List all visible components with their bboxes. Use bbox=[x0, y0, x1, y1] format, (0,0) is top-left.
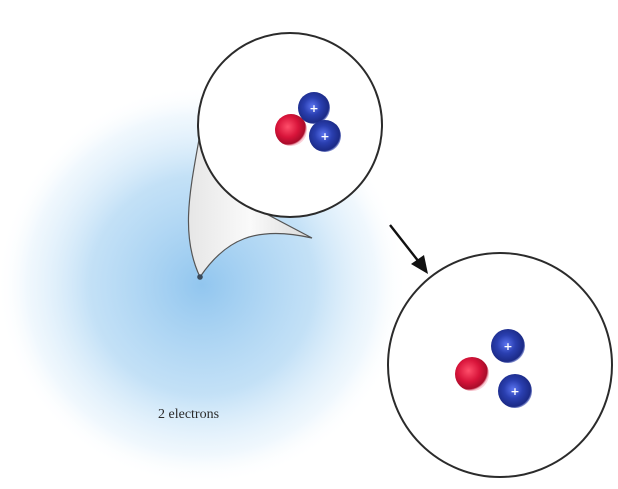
nucleus-zoom: + + bbox=[275, 92, 341, 152]
proton-charge-label: + bbox=[503, 340, 512, 353]
proton-charge-label: + bbox=[309, 102, 318, 115]
proton bbox=[309, 120, 341, 152]
proton-charge-label: + bbox=[320, 130, 329, 143]
electron-count-label: 2 electrons bbox=[158, 407, 219, 422]
proton bbox=[298, 92, 330, 124]
nucleus-point bbox=[197, 274, 203, 280]
proton bbox=[491, 329, 525, 363]
zoom-arrow bbox=[389, 224, 428, 274]
nucleus-detail-circle bbox=[387, 252, 613, 478]
neutron bbox=[455, 357, 489, 391]
nucleus-detail: + + bbox=[455, 329, 532, 408]
proton bbox=[498, 374, 532, 408]
proton-charge-label: + bbox=[510, 385, 519, 398]
neutron bbox=[275, 114, 307, 146]
